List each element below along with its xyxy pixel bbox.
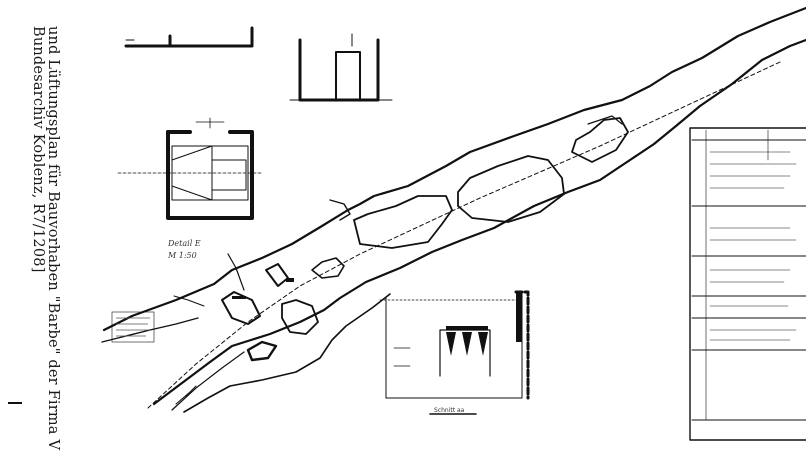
detail-e-scale: M 1:50	[167, 251, 197, 260]
caption-line-1: und Lüftungsplan für Bauvorhaben "Barbe"…	[45, 26, 61, 451]
detail-e-drawing	[117, 117, 263, 220]
caption-text: und Lüftungsplan für Bauvorhaben "Barbe"…	[30, 26, 61, 451]
inner-galleries	[221, 115, 629, 362]
ventilation-ducts	[147, 61, 781, 409]
margin-dash	[8, 402, 22, 404]
schnitt-aa-drawing	[379, 290, 530, 415]
top-right-section-drawing	[289, 33, 393, 102]
schnitt-aa-label: Schnitt aa	[434, 407, 465, 414]
solid-fills	[232, 278, 522, 356]
side-caption: und Lüftungsplan für Bauvorhaben "Barbe"…	[30, 26, 61, 451]
cave-ventilation-plan: Detail E M 1:50 Schnitt aa	[101, 6, 806, 441]
cave-outline	[101, 6, 806, 413]
top-left-section-drawing	[124, 26, 254, 48]
drawing-labels: Detail E M 1:50 Schnitt aa	[167, 239, 465, 414]
caption-line-2: Bundesarchiv Koblenz, R7/1208]	[30, 26, 46, 273]
title-block-table	[689, 127, 806, 441]
legend-box-left	[111, 311, 155, 343]
detail-e-label: Detail E	[167, 239, 201, 248]
